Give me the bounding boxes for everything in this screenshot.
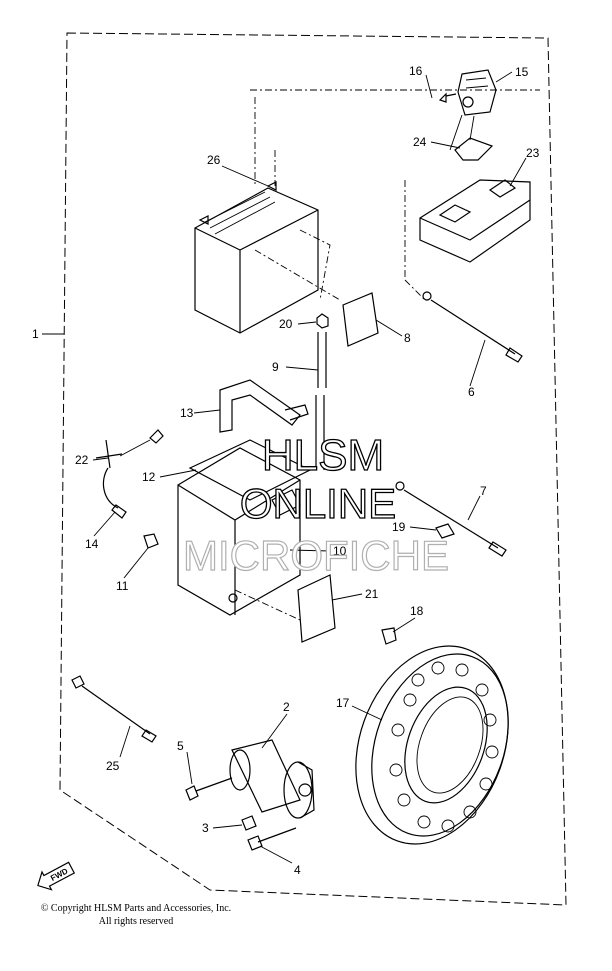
battery-lead-wire-6 — [422, 291, 523, 363]
callout-16: 16 — [409, 64, 423, 78]
plate-21 — [297, 574, 336, 643]
callout-15: 15 — [515, 65, 529, 79]
negative-lead — [95, 429, 164, 519]
starter-motor — [185, 739, 315, 851]
callout-3: 3 — [202, 821, 209, 835]
callout-4: 4 — [294, 863, 301, 877]
callout-10: 10 — [333, 544, 347, 558]
callout-22: 22 — [75, 453, 89, 467]
watermark-line-3: MICROFICHE — [183, 532, 449, 579]
callout-21: 21 — [365, 587, 379, 601]
callout-14: 14 — [85, 537, 99, 551]
copyright-line-2: All rights reserved — [98, 916, 174, 927]
callout-1: 1 — [32, 327, 39, 341]
starter-relay-assembly — [404, 69, 531, 301]
callout-7: 7 — [480, 484, 487, 498]
copyright-notice: © Copyright HLSM Parts and Accessories, … — [16, 902, 256, 928]
copyright-line-1: © Copyright HLSM Parts and Accessories, … — [40, 903, 232, 914]
starter-rotor — [355, 627, 509, 845]
battery-band — [219, 379, 309, 433]
watermark-line-2: ONLINE — [240, 480, 396, 527]
assembly-boundary — [59, 32, 567, 906]
battery-case — [143, 439, 312, 621]
battery-lead-wire-7 — [395, 481, 507, 557]
part-callouts: 1 2 3 4 5 6 7 8 9 10 11 12 13 14 15 16 1… — [32, 64, 540, 877]
callout-26: 26 — [207, 153, 221, 167]
callout-23: 23 — [526, 146, 540, 160]
callout-20: 20 — [279, 317, 293, 331]
battery — [194, 89, 540, 334]
callout-12: 12 — [142, 470, 156, 484]
callout-5: 5 — [177, 739, 184, 753]
callout-11: 11 — [116, 579, 129, 593]
callout-17: 17 — [336, 696, 350, 710]
callout-8: 8 — [404, 331, 411, 345]
callout-25: 25 — [106, 759, 120, 773]
callout-24: 24 — [413, 135, 427, 149]
callout-6: 6 — [468, 385, 475, 399]
callout-leaders — [92, 71, 527, 864]
fwd-arrow-icon: FWD — [37, 861, 76, 891]
watermark-line-1: HLSM — [262, 431, 384, 480]
callout-9: 9 — [272, 360, 279, 374]
watermark: HLSM ONLINE MICROFICHE — [182, 430, 449, 579]
callout-2: 2 — [283, 700, 290, 714]
callout-18: 18 — [410, 604, 424, 618]
callout-13: 13 — [180, 406, 194, 420]
callout-19: 19 — [392, 520, 406, 534]
lead-wire-25 — [71, 675, 157, 743]
battery-tube-and-pad — [315, 292, 379, 470]
